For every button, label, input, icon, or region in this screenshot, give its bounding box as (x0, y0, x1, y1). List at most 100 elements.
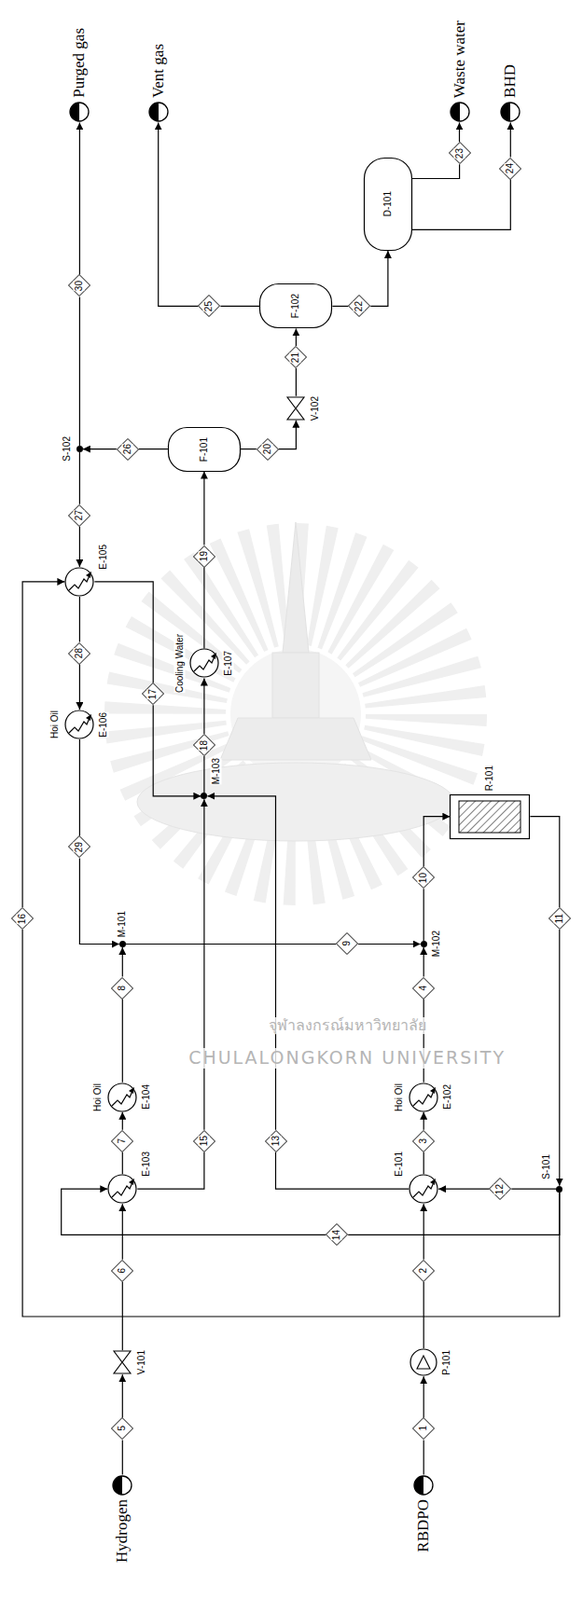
stream-number: 29 (68, 835, 91, 859)
stream-name: Purged gas (69, 27, 89, 98)
heat-exchanger: Hoi OilE-106 (64, 709, 95, 740)
equipment-label: E-103 (140, 1152, 153, 1178)
heat-exchanger-shape (189, 648, 220, 679)
equipment-label: V-101 (136, 1350, 148, 1375)
stream-line (79, 665, 81, 711)
stream-number: 15 (198, 1136, 210, 1147)
stream-line (423, 1282, 425, 1350)
heat-exchanger-shape (107, 1082, 138, 1113)
equipment-label: F-102 (290, 293, 302, 319)
heat-exchanger-shape (64, 709, 95, 740)
stream-number: 1 (417, 1426, 430, 1432)
stream-line (295, 328, 297, 347)
stream-number: 14 (331, 1230, 343, 1241)
stream-line (558, 930, 560, 1187)
stream-number: 4 (417, 985, 430, 992)
stream-number: 29 (73, 842, 85, 853)
terminal-stream-shape (499, 101, 521, 123)
stream-line (122, 1152, 124, 1176)
stream-line (510, 122, 512, 157)
stream-number: 30 (73, 280, 85, 292)
stream-line (423, 1112, 425, 1131)
heat-exchanger-shape (408, 1082, 439, 1113)
stream-number: 9 (341, 941, 353, 947)
stream-number: 14 (325, 1223, 348, 1247)
stream-number: 5 (116, 1426, 128, 1432)
stream-line (122, 1204, 124, 1261)
reactor-shape (449, 794, 530, 840)
stream-line (83, 448, 117, 450)
stream-line (423, 1376, 425, 1418)
stream-number: 10 (417, 873, 430, 884)
heat-exchanger-shape (64, 567, 95, 597)
stream-number: 7 (116, 1138, 128, 1145)
valve-symbol: V-102 (285, 396, 306, 421)
mixer-splitter: S-102 (76, 445, 84, 453)
stream-number: 17 (141, 682, 165, 706)
mixer-splitter-shape (555, 1186, 563, 1194)
mixer-splitter: M-103 (200, 792, 208, 800)
watermark-text: CHULALONGKORN UNIVERSITY (188, 1048, 506, 1069)
stream-number: 12 (488, 1178, 512, 1201)
pump-symbol-shape (409, 1348, 438, 1377)
equipment-label: E-102 (442, 1084, 454, 1111)
stream-number: 28 (73, 648, 85, 659)
stream-name: Waste water (450, 20, 470, 98)
heat-exchanger: Hoi OilE-102 (408, 1082, 439, 1113)
stream-number: 3 (417, 1138, 430, 1145)
terminal-stream: BHD (499, 101, 521, 123)
stream-line (332, 305, 348, 307)
terminal-stream-shape (69, 101, 90, 123)
stream-number: 15 (193, 1130, 216, 1153)
heat-exchanger: Cooling WaterE-107 (189, 648, 220, 679)
stream-line (79, 452, 81, 505)
stream-line (79, 527, 81, 568)
stream-number: 8 (116, 985, 128, 992)
stream-line (203, 568, 205, 650)
equipment-label: V-102 (309, 396, 321, 421)
equipment-label: E-101 (393, 1152, 405, 1178)
mixer-splitter-shape (76, 445, 84, 453)
stream-number: 6 (116, 1268, 128, 1275)
stream-line (423, 1440, 425, 1475)
stream-number: 28 (68, 642, 91, 666)
equipment-label: D-101 (382, 191, 394, 217)
stream-number: 24 (499, 157, 522, 181)
stream-line (423, 999, 425, 1083)
stream-line (137, 1152, 205, 1191)
emblem-base (220, 718, 372, 761)
terminal-stream: Purged gas (69, 101, 90, 123)
heat-exchanger: E-103 (107, 1174, 138, 1205)
stream-number: 3 (412, 1130, 435, 1153)
stream-line (412, 180, 511, 231)
equipment-label: M-103 (210, 758, 223, 785)
equipment-label: M-101 (116, 911, 128, 938)
stream-line (438, 1189, 489, 1191)
stream-number: 26 (116, 438, 139, 461)
stream-number: 8 (111, 977, 134, 1000)
stream-number: 24 (504, 163, 516, 174)
equipment-label: Cooling Water (174, 634, 186, 694)
heat-exchanger: E-101 (408, 1174, 439, 1205)
terminal-stream-shape (449, 101, 471, 123)
equipment-label: Hoi Oil (49, 710, 61, 739)
stream-number: 20 (262, 444, 274, 455)
stream-number: 11 (554, 914, 566, 924)
stream-number: 23 (454, 148, 466, 159)
mixer-splitter: M-101 (119, 941, 126, 948)
stream-line (122, 999, 124, 1083)
mixer-splitter: S-101 (555, 1186, 563, 1194)
stream-line (152, 705, 201, 797)
stream-line (79, 859, 119, 945)
valve-symbol-shape (111, 1350, 133, 1375)
stream-number: 7 (111, 1130, 134, 1153)
stream-line (79, 596, 81, 643)
stream-name: Hydrogen (112, 1499, 132, 1564)
stream-number: 26 (122, 444, 134, 455)
stream-number: 16 (16, 914, 28, 925)
reactor: R-101 (449, 794, 530, 840)
stream-line (203, 756, 205, 793)
equipment-label: S-101 (541, 1154, 553, 1180)
valve-symbol-shape (285, 396, 306, 421)
stream-line (423, 888, 425, 942)
